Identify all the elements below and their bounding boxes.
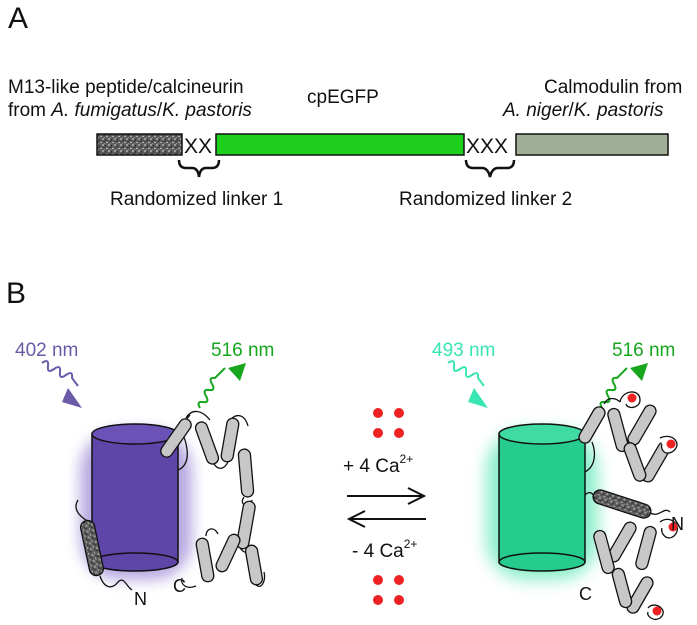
linker2-label: Randomized linker 2 (399, 189, 572, 210)
left-excitation-label: 402 nm (15, 340, 78, 361)
left-excitation-wave-icon (41, 360, 79, 387)
left-calmodulin (160, 410, 266, 588)
right-c-terminus: C (579, 584, 592, 604)
calmodulin-label-line1: Calmodulin from (544, 77, 682, 98)
left-n-terminus: N (134, 589, 147, 609)
right-excitation-wave-icon (447, 360, 485, 387)
panel-a-letter: A (8, 2, 28, 35)
left-emission-wave-icon (197, 367, 226, 409)
left-excitation-arrowhead-icon (62, 388, 82, 408)
right-m13-peptide (584, 489, 671, 519)
left-emission-label: 516 nm (211, 340, 274, 361)
left-emission-arrowhead-icon (228, 363, 246, 381)
calmodulin-segment (515, 133, 669, 156)
left-m13-peptide (75, 499, 133, 591)
peptide-label-line2: from A. fumigatus/K. pastoris (8, 100, 252, 121)
right-excitation-label: 493 nm (432, 340, 495, 361)
right-barrel-bottom (498, 552, 586, 572)
right-excitation-arrowhead-icon (468, 388, 488, 408)
left-barrel-top (91, 423, 179, 445)
cpegfp-segment (215, 133, 465, 156)
linker1-label: Randomized linker 1 (110, 189, 283, 210)
linker2-code: XXX (466, 135, 508, 158)
right-emission-wave-icon (599, 367, 628, 409)
right-barrel (498, 433, 586, 563)
reverse-reaction-label: - 4 Ca2+ (352, 537, 417, 562)
right-barrel-top (498, 423, 586, 445)
right-emission-arrowhead-icon (630, 363, 648, 381)
linker2-brace (464, 159, 516, 178)
right-emission-label: 516 nm (612, 340, 675, 361)
calcium-ions-top (373, 408, 404, 438)
cpegfp-label: cpEGFP (307, 87, 379, 108)
left-barrel-bottom (91, 552, 179, 572)
linker1-brace (177, 159, 221, 178)
calcium-ions-bottom (373, 575, 404, 605)
forward-reaction-label: + 4 Ca2+ (343, 452, 413, 477)
calmodulin-label-line2: A. niger/K. pastoris (502, 100, 664, 121)
right-bound-calcium (627, 393, 678, 616)
peptide-label-line1: M13-like peptide/calcineurin (8, 77, 244, 98)
right-n-terminus: N (671, 514, 684, 534)
left-c-terminus: C (173, 576, 186, 596)
reverse-arrow-icon (346, 510, 426, 528)
panel-b-letter: B (6, 277, 26, 310)
peptide-segment (96, 133, 183, 156)
linker1-code: XX (184, 135, 212, 158)
forward-arrow-icon (347, 487, 427, 505)
